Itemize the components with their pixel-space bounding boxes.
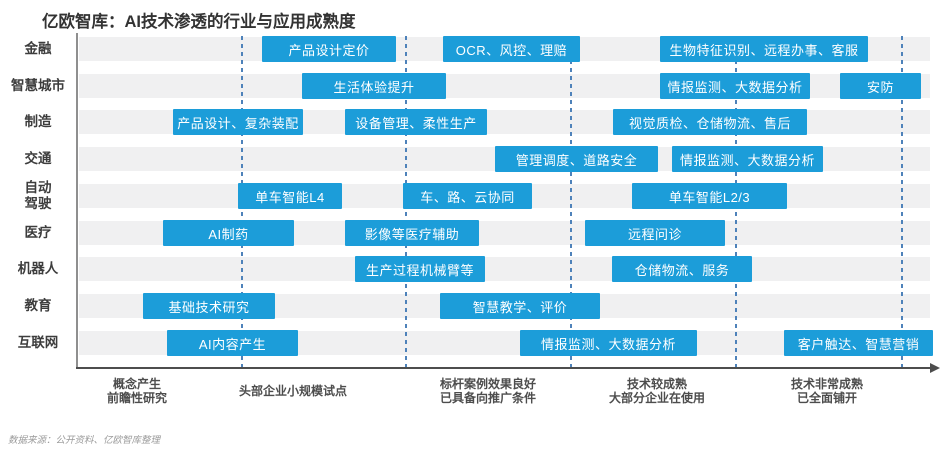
- y-axis-line: [76, 33, 78, 369]
- stage-label: 标杆案例效果良好已具备向推广条件: [378, 374, 598, 408]
- application-bar: AI内容产生: [167, 330, 298, 356]
- application-bar: 智慧教学、评价: [440, 293, 600, 319]
- stage-label-line: 已全面铺开: [796, 391, 857, 405]
- industry-label: 机器人: [17, 261, 59, 276]
- application-bar: 情报监测、大数据分析: [672, 146, 823, 172]
- source-note: 数据来源：公开资料、亿欧智库整理: [8, 435, 161, 446]
- application-bar: 单车智能L4: [238, 183, 342, 209]
- x-axis-arrow-icon: [930, 363, 940, 373]
- application-bar: 远程问诊: [585, 220, 725, 246]
- application-bar: 情报监测、大数据分析: [660, 73, 810, 99]
- stage-label-line: 前瞻性研究: [106, 391, 167, 405]
- stage-label-line: 技术较成熟: [626, 377, 687, 391]
- application-bar: 管理调度、道路安全: [495, 146, 658, 172]
- application-bar: 安防: [840, 73, 921, 99]
- stage-label-line: 头部企业小规模试点: [238, 384, 347, 398]
- industry-label: 互联网: [17, 335, 59, 350]
- application-bar: 生物特征识别、远程办事、客服: [660, 36, 868, 62]
- application-bar: 生活体验提升: [302, 73, 446, 99]
- stage-label: 技术非常成熟已全面铺开: [717, 374, 937, 408]
- application-bar: 单车智能L2/3: [632, 183, 787, 209]
- application-bar: OCR、风控、理赔: [443, 36, 580, 62]
- chart-title: 亿欧智库：AI技术渗透的行业与应用成熟度: [42, 13, 356, 31]
- application-bar: 设备管理、柔性生产: [345, 109, 487, 135]
- application-bar: 视觉质检、仓储物流、售后: [613, 109, 807, 135]
- application-bar: 基础技术研究: [143, 293, 275, 319]
- application-bar: 客户触达、智慧营销: [784, 330, 933, 356]
- industry-label: 智慧城市: [11, 78, 65, 93]
- application-bar: 生产过程机械臂等: [355, 256, 485, 282]
- stage-label: 概念产生前瞻性研究: [27, 374, 247, 408]
- industry-label: 自动 驾驶: [24, 180, 52, 211]
- application-bar: AI制药: [163, 220, 294, 246]
- industry-label: 教育: [24, 298, 52, 313]
- application-bar: 影像等医疗辅助: [345, 220, 479, 246]
- industry-label: 医疗: [24, 225, 52, 240]
- stage-separator-line: [901, 36, 903, 368]
- stage-separator-line: [570, 36, 572, 368]
- application-bar: 仓储物流、服务: [612, 256, 752, 282]
- industry-label: 金融: [24, 41, 52, 56]
- stage-label-line: 大部分企业在使用: [608, 391, 705, 405]
- stage-label: 头部企业小规模试点: [183, 374, 403, 408]
- row-band: [79, 257, 930, 281]
- stage-label-line: 标杆案例效果良好: [439, 377, 536, 391]
- industry-label: 制造: [24, 114, 52, 129]
- application-bar: 产品设计定价: [262, 36, 396, 62]
- application-bar: 情报监测、大数据分析: [520, 330, 697, 356]
- stage-label-line: 已具备向推广条件: [439, 391, 536, 405]
- x-axis-line: [76, 367, 932, 369]
- stage-label-line: 概念产生: [112, 377, 161, 391]
- application-bar: 车、路、云协同: [403, 183, 532, 209]
- stage-label: 技术较成熟大部分企业在使用: [547, 374, 767, 408]
- stage-label-line: 技术非常成熟: [790, 377, 863, 391]
- industry-label: 交通: [24, 151, 52, 166]
- application-bar: 产品设计、复杂装配: [173, 109, 303, 135]
